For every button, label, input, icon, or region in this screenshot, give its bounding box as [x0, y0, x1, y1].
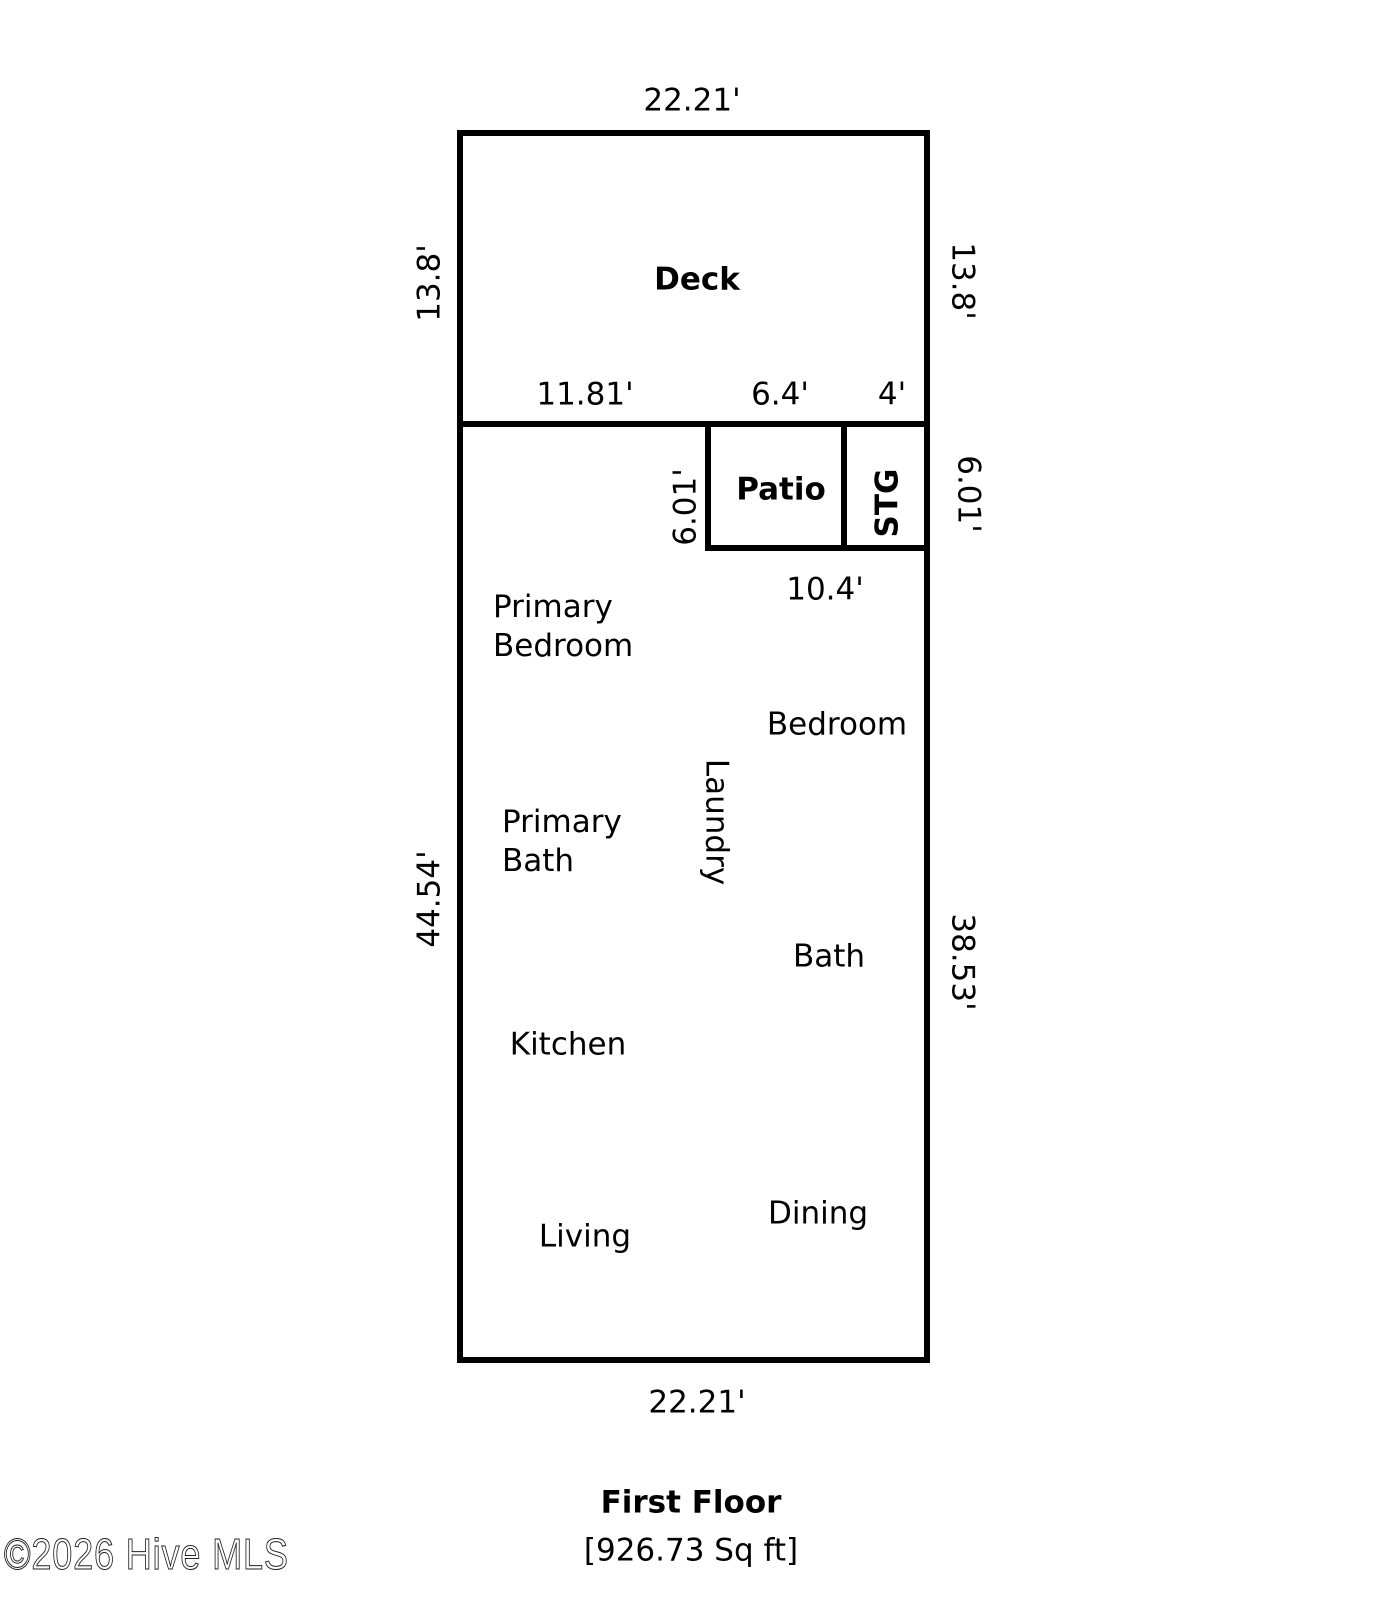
room-living: Living	[538, 1218, 632, 1255]
dim-deck-left: 13.8'	[411, 244, 448, 322]
dim-segment-patio: 6.4'	[751, 376, 809, 413]
wall-left	[457, 130, 463, 1363]
room-primary-bedroom-line1: Primary	[493, 589, 613, 625]
dim-left-height: 44.54'	[411, 850, 448, 948]
floor-area: [926.73 Sq ft]	[583, 1532, 799, 1569]
dim-patio-left: 6.01'	[667, 468, 704, 546]
dim-top-width: 22.21'	[643, 82, 741, 119]
room-deck: Deck	[654, 261, 740, 298]
room-primary-bedroom-line2: Bedroom	[493, 627, 634, 664]
room-kitchen: Kitchen	[509, 1026, 627, 1063]
room-laundry: Laundry	[698, 758, 735, 886]
room-primary-bedroom: Primary Bedroom	[493, 588, 633, 666]
room-patio: Patio	[736, 471, 826, 508]
dim-deck-right: 13.8'	[944, 242, 981, 320]
wall-top	[457, 130, 930, 136]
patio-stg-divider	[841, 421, 847, 551]
dim-segment-stg: 4'	[877, 376, 907, 413]
room-dining: Dining	[767, 1195, 869, 1232]
dim-stg-right: 6.01'	[950, 455, 987, 533]
room-primary-bath-line2: Bath	[502, 842, 575, 879]
patio-bottom-wall	[705, 545, 930, 551]
patio-left-wall	[705, 421, 711, 551]
room-bedroom: Bedroom	[766, 706, 908, 743]
dim-bottom-width: 22.21'	[648, 1384, 746, 1421]
dim-right-height: 38.53'	[944, 913, 981, 1011]
dim-segment-left: 11.81'	[536, 376, 634, 413]
floor-title: First Floor	[600, 1484, 782, 1521]
room-storage: STG	[869, 468, 906, 538]
deck-divider	[457, 421, 930, 427]
wall-right	[924, 130, 930, 1363]
room-bath: Bath	[792, 938, 866, 975]
wall-bottom	[457, 1357, 930, 1363]
dim-patio-stg-bottom: 10.4'	[786, 571, 864, 608]
copyright-watermark: ©2026 Hive MLS	[4, 1530, 289, 1580]
room-primary-bath-line1: Primary	[502, 804, 622, 840]
room-primary-bath: Primary Bath	[502, 803, 622, 881]
